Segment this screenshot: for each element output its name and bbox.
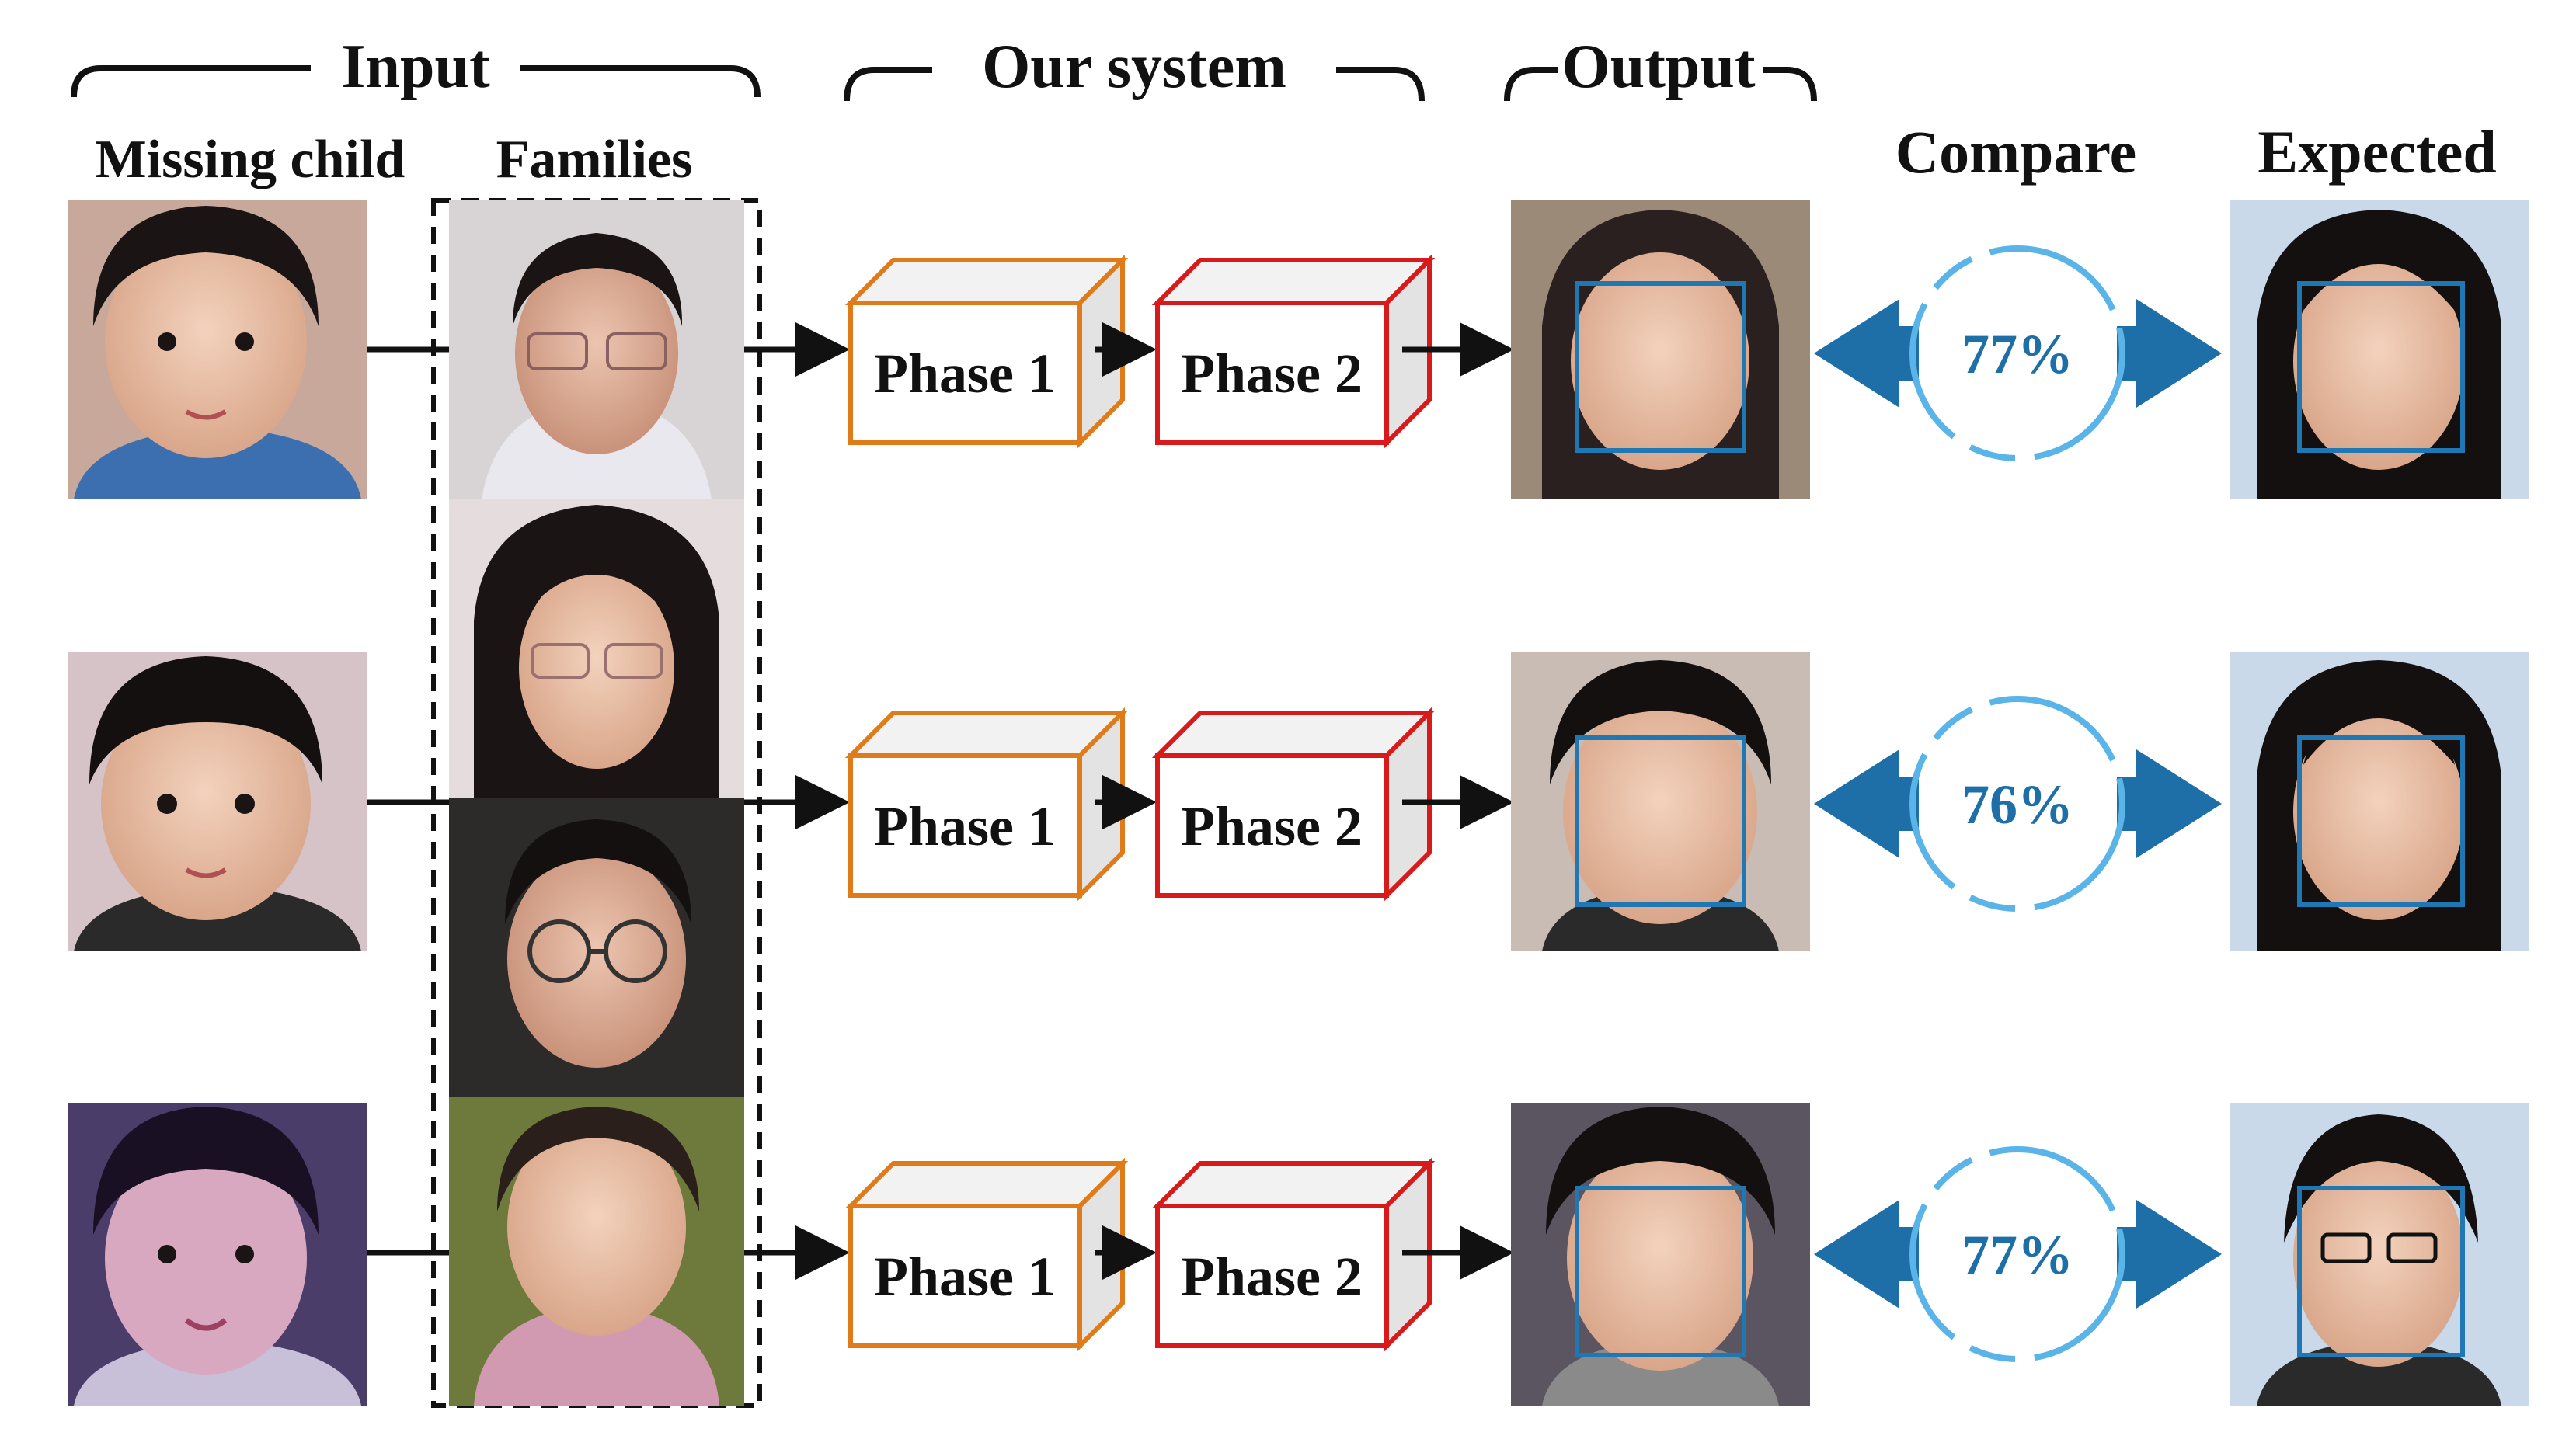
compare-3: 77% bbox=[1814, 1146, 2222, 1362]
missing-child-photo-1 bbox=[68, 200, 367, 499]
similarity-value-1: 77% bbox=[1962, 323, 2073, 385]
compare-2: 76% bbox=[1814, 696, 2222, 912]
phase2-label-2: Phase 2 bbox=[1181, 795, 1363, 857]
face-box-output-1 bbox=[1575, 281, 1746, 453]
phase2-box-2: Phase 2 bbox=[1151, 707, 1436, 902]
output-photo-2 bbox=[1511, 652, 1810, 951]
missing-child-photo-2 bbox=[68, 652, 367, 951]
expected-photo-2 bbox=[2230, 652, 2529, 951]
left-arrow-icon bbox=[1814, 1200, 1919, 1309]
input-header: Input bbox=[341, 33, 490, 101]
right-arrow-icon bbox=[2117, 1200, 2222, 1309]
phase2-box-3: Phase 2 bbox=[1151, 1157, 1436, 1352]
output-photo-3 bbox=[1511, 1103, 1810, 1406]
phase1-label-2: Phase 1 bbox=[874, 795, 1056, 857]
phase2-label-3: Phase 2 bbox=[1181, 1246, 1363, 1308]
phase1-label-3: Phase 1 bbox=[874, 1246, 1056, 1308]
left-arrow-icon bbox=[1814, 749, 1919, 858]
similarity-value-2: 76% bbox=[1962, 773, 2073, 836]
missing-child-photo-3 bbox=[68, 1103, 367, 1406]
family-photo-father bbox=[449, 200, 744, 499]
output-photo-1 bbox=[1511, 200, 1810, 499]
families-header: Families bbox=[496, 130, 693, 189]
our-system-brace bbox=[844, 67, 1425, 102]
phase1-box-3: Phase 1 bbox=[844, 1157, 1129, 1352]
expected-header: Expected bbox=[2257, 118, 2497, 186]
similarity-circle-icon bbox=[1909, 1146, 2125, 1362]
output-brace bbox=[1504, 67, 1817, 102]
row-3: Phase 1 Phase 2 77% bbox=[68, 1103, 2529, 1406]
phase2-label-1: Phase 2 bbox=[1181, 342, 1363, 405]
face-box-expected-1 bbox=[2297, 281, 2465, 453]
face-box-output-3 bbox=[1575, 1186, 1746, 1357]
phase1-box-2: Phase 1 bbox=[844, 707, 1129, 902]
face-box-output-2 bbox=[1575, 735, 1746, 907]
output-header: Output bbox=[1562, 33, 1756, 101]
row-1: Phase 1 Phase 2 77% bbox=[68, 200, 2529, 499]
phase1-label-1: Phase 1 bbox=[874, 342, 1056, 405]
family-photo-aunt bbox=[449, 1097, 744, 1406]
family-photo-mother bbox=[449, 499, 744, 798]
face-box-expected-2 bbox=[2297, 735, 2465, 907]
phase2-box-1: Phase 2 bbox=[1151, 254, 1436, 449]
phase1-box-1: Phase 1 bbox=[844, 254, 1129, 449]
left-arrow-icon bbox=[1814, 299, 1919, 408]
input-brace bbox=[71, 65, 761, 98]
right-arrow-icon bbox=[2117, 299, 2222, 408]
compare-header: Compare bbox=[1895, 118, 2137, 186]
similarity-circle-icon bbox=[1909, 696, 2125, 912]
expected-photo-1 bbox=[2230, 200, 2529, 499]
face-box-expected-3 bbox=[2297, 1186, 2465, 1357]
family-photo-sibling bbox=[449, 798, 744, 1097]
similarity-value-3: 77% bbox=[1962, 1224, 2073, 1286]
expected-photo-3 bbox=[2230, 1103, 2529, 1406]
missing-child-header: Missing child bbox=[96, 130, 406, 189]
row-2: Phase 1 Phase 2 76% bbox=[68, 652, 2529, 951]
similarity-circle-icon bbox=[1909, 245, 2125, 461]
our-system-header: Our system bbox=[982, 33, 1286, 101]
right-arrow-icon bbox=[2117, 749, 2222, 858]
compare-1: 77% bbox=[1814, 245, 2222, 461]
